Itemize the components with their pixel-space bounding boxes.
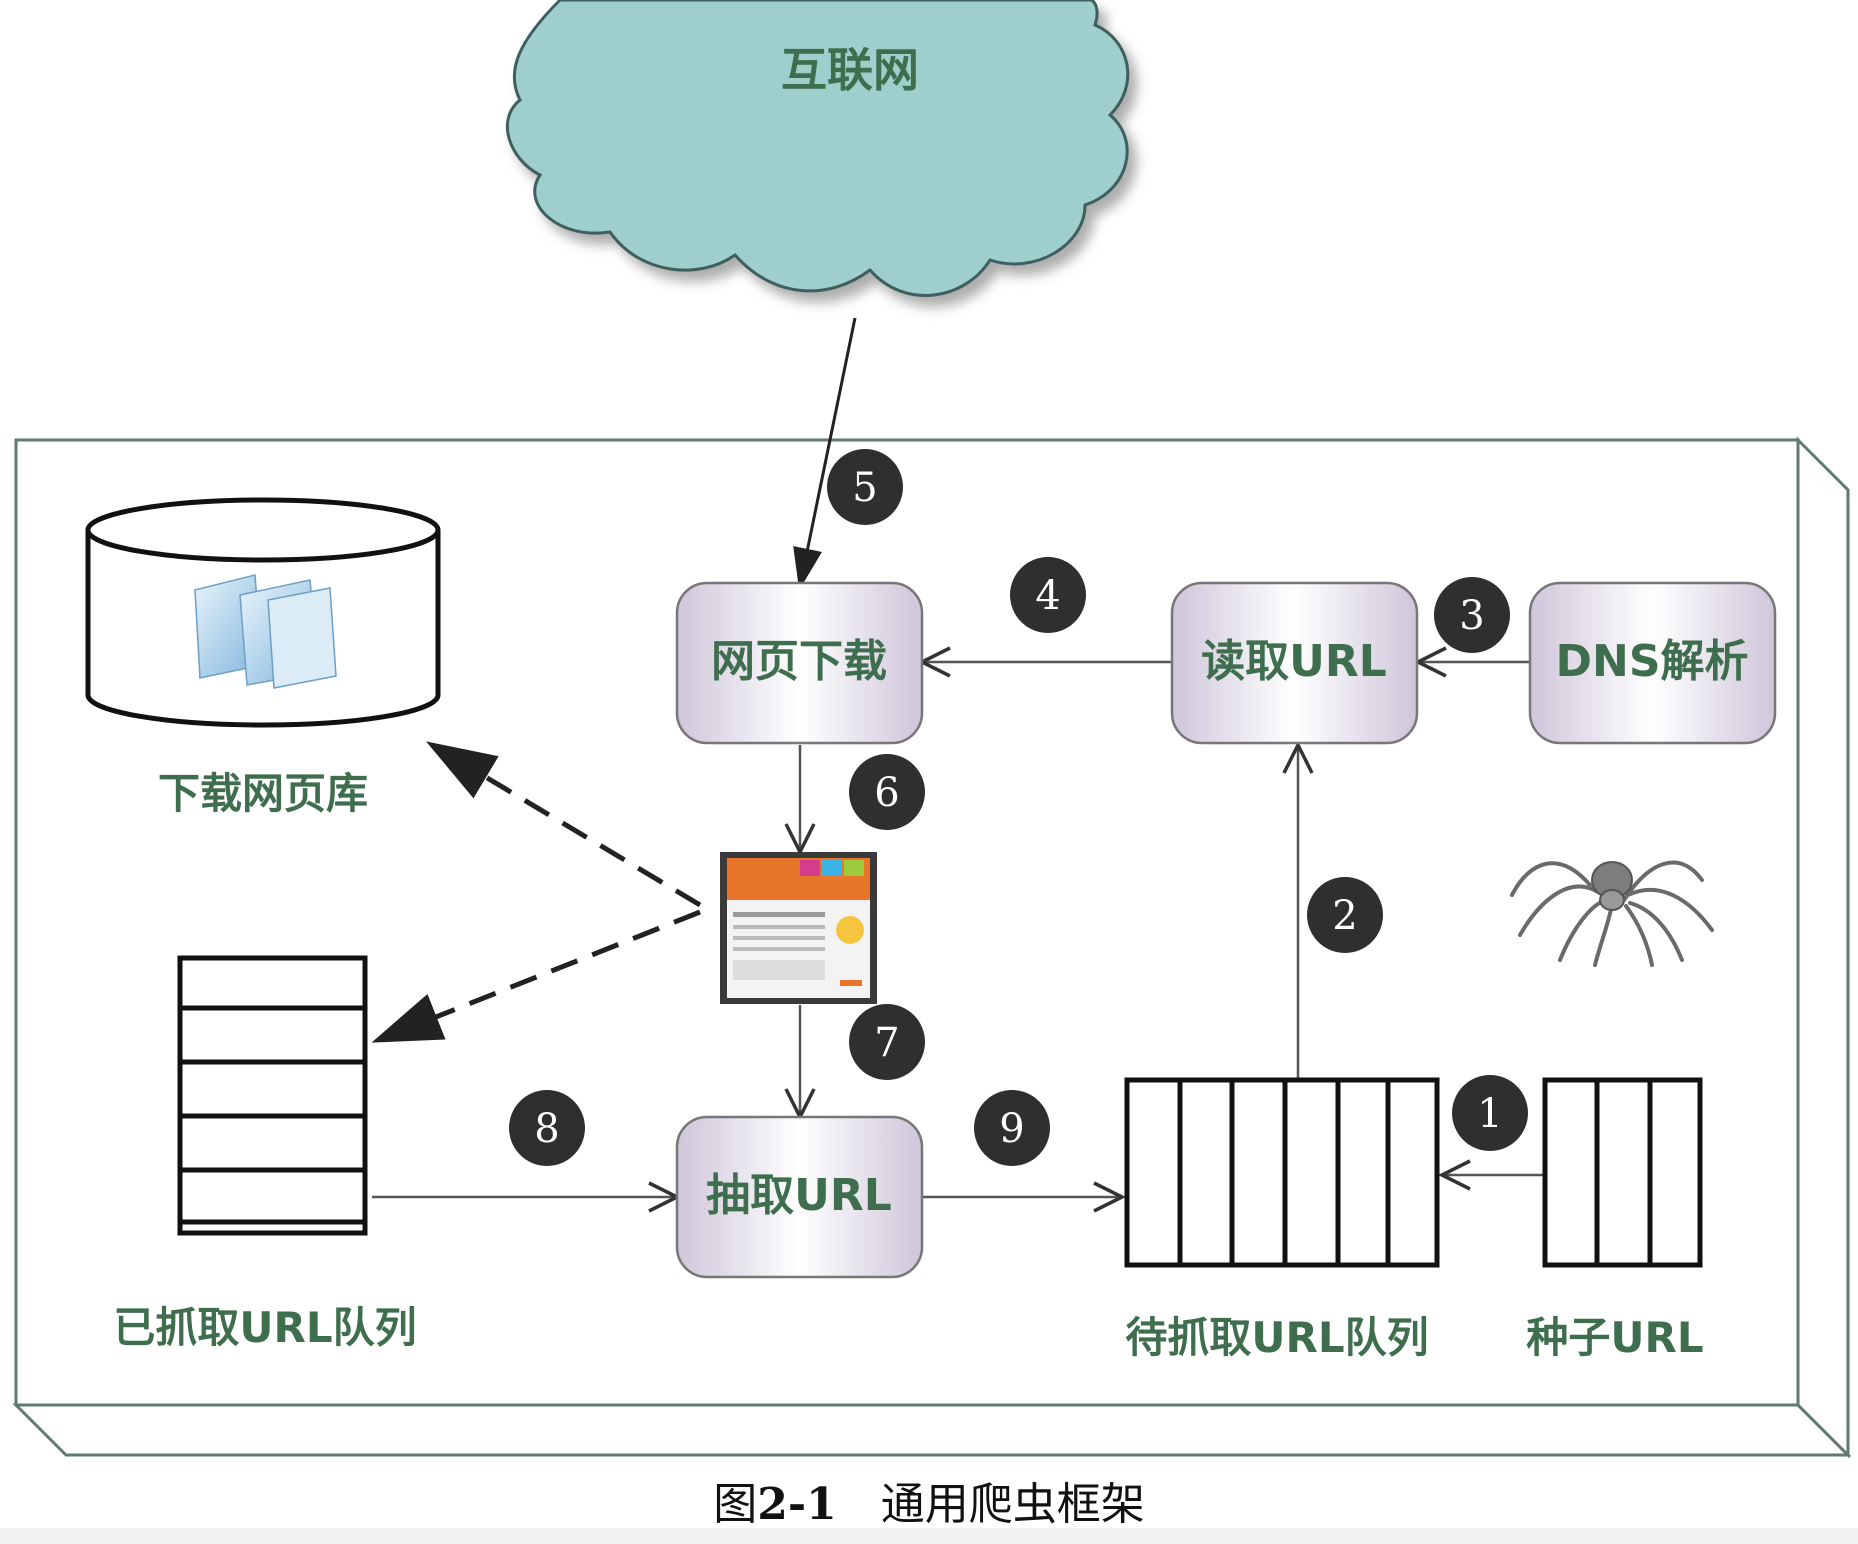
step-badge-8: 8 <box>509 1090 585 1166</box>
fetched-url-queue <box>177 955 368 1236</box>
step-badge-9: 9 <box>974 1090 1050 1166</box>
figure-prefix: 图 <box>713 1479 758 1530</box>
page-library-label: 下载网页库 <box>158 769 368 818</box>
connectors <box>371 317 1545 1197</box>
svg-text:DNS解析: DNS解析 <box>1555 636 1748 687</box>
step-badge-6: 6 <box>849 754 925 830</box>
step-badge-4: 4 <box>1010 557 1086 633</box>
svg-text:6: 6 <box>874 770 899 816</box>
step-badge-7: 7 <box>849 1004 925 1080</box>
svg-text:3: 3 <box>1459 593 1484 639</box>
figure-title: 通用爬虫框架 <box>880 1479 1145 1530</box>
dashed-arrow-page-to-library <box>425 741 702 908</box>
folder-icon <box>194 574 337 689</box>
node-read-url: 读取URL <box>1170 581 1419 745</box>
svg-text:抽取URL: 抽取URL <box>706 1170 892 1221</box>
svg-text:4: 4 <box>1035 573 1060 619</box>
pending-url-queue <box>1124 1077 1440 1268</box>
node-dns: DNS解析 <box>1528 581 1777 745</box>
internet-cloud: 互联网 <box>505 0 1130 297</box>
figure-caption: 图2-1 通用爬虫框架 <box>0 1468 1858 1532</box>
internet-label: 互联网 <box>781 43 919 97</box>
svg-text:读取URL: 读取URL <box>1201 636 1387 687</box>
svg-text:网页下载: 网页下载 <box>711 636 887 687</box>
svg-text:8: 8 <box>534 1106 559 1152</box>
svg-text:9: 9 <box>999 1106 1024 1152</box>
seed-url-queue <box>1542 1077 1703 1268</box>
dashed-arrow-page-to-fetched <box>371 909 701 1043</box>
page-library-store: 下载网页库 <box>85 497 441 818</box>
spider-icon <box>1510 860 1714 967</box>
step-badge-2: 2 <box>1307 877 1383 953</box>
fetched-url-queue-label: 已抓取URL队列 <box>113 1303 416 1352</box>
node-extract-url: 抽取URL <box>675 1115 924 1279</box>
node-page-download: 网页下载 <box>675 581 924 745</box>
pending-url-queue-label: 待抓取URL队列 <box>1125 1313 1428 1362</box>
seed-url-label: 种子URL <box>1526 1313 1703 1362</box>
step-badge-1: 1 <box>1452 1075 1528 1151</box>
svg-text:1: 1 <box>1477 1091 1502 1137</box>
web-page-thumbnail <box>720 852 877 1004</box>
svg-text:5: 5 <box>852 465 877 511</box>
figure-number: 2-1 <box>757 1479 837 1530</box>
step-badge-3: 3 <box>1434 577 1510 653</box>
svg-text:7: 7 <box>874 1020 899 1066</box>
bottom-strip <box>0 1528 1858 1544</box>
step-badge-5: 5 <box>827 449 903 525</box>
arrow-internet-to-download <box>793 317 857 591</box>
svg-text:2: 2 <box>1332 893 1357 939</box>
